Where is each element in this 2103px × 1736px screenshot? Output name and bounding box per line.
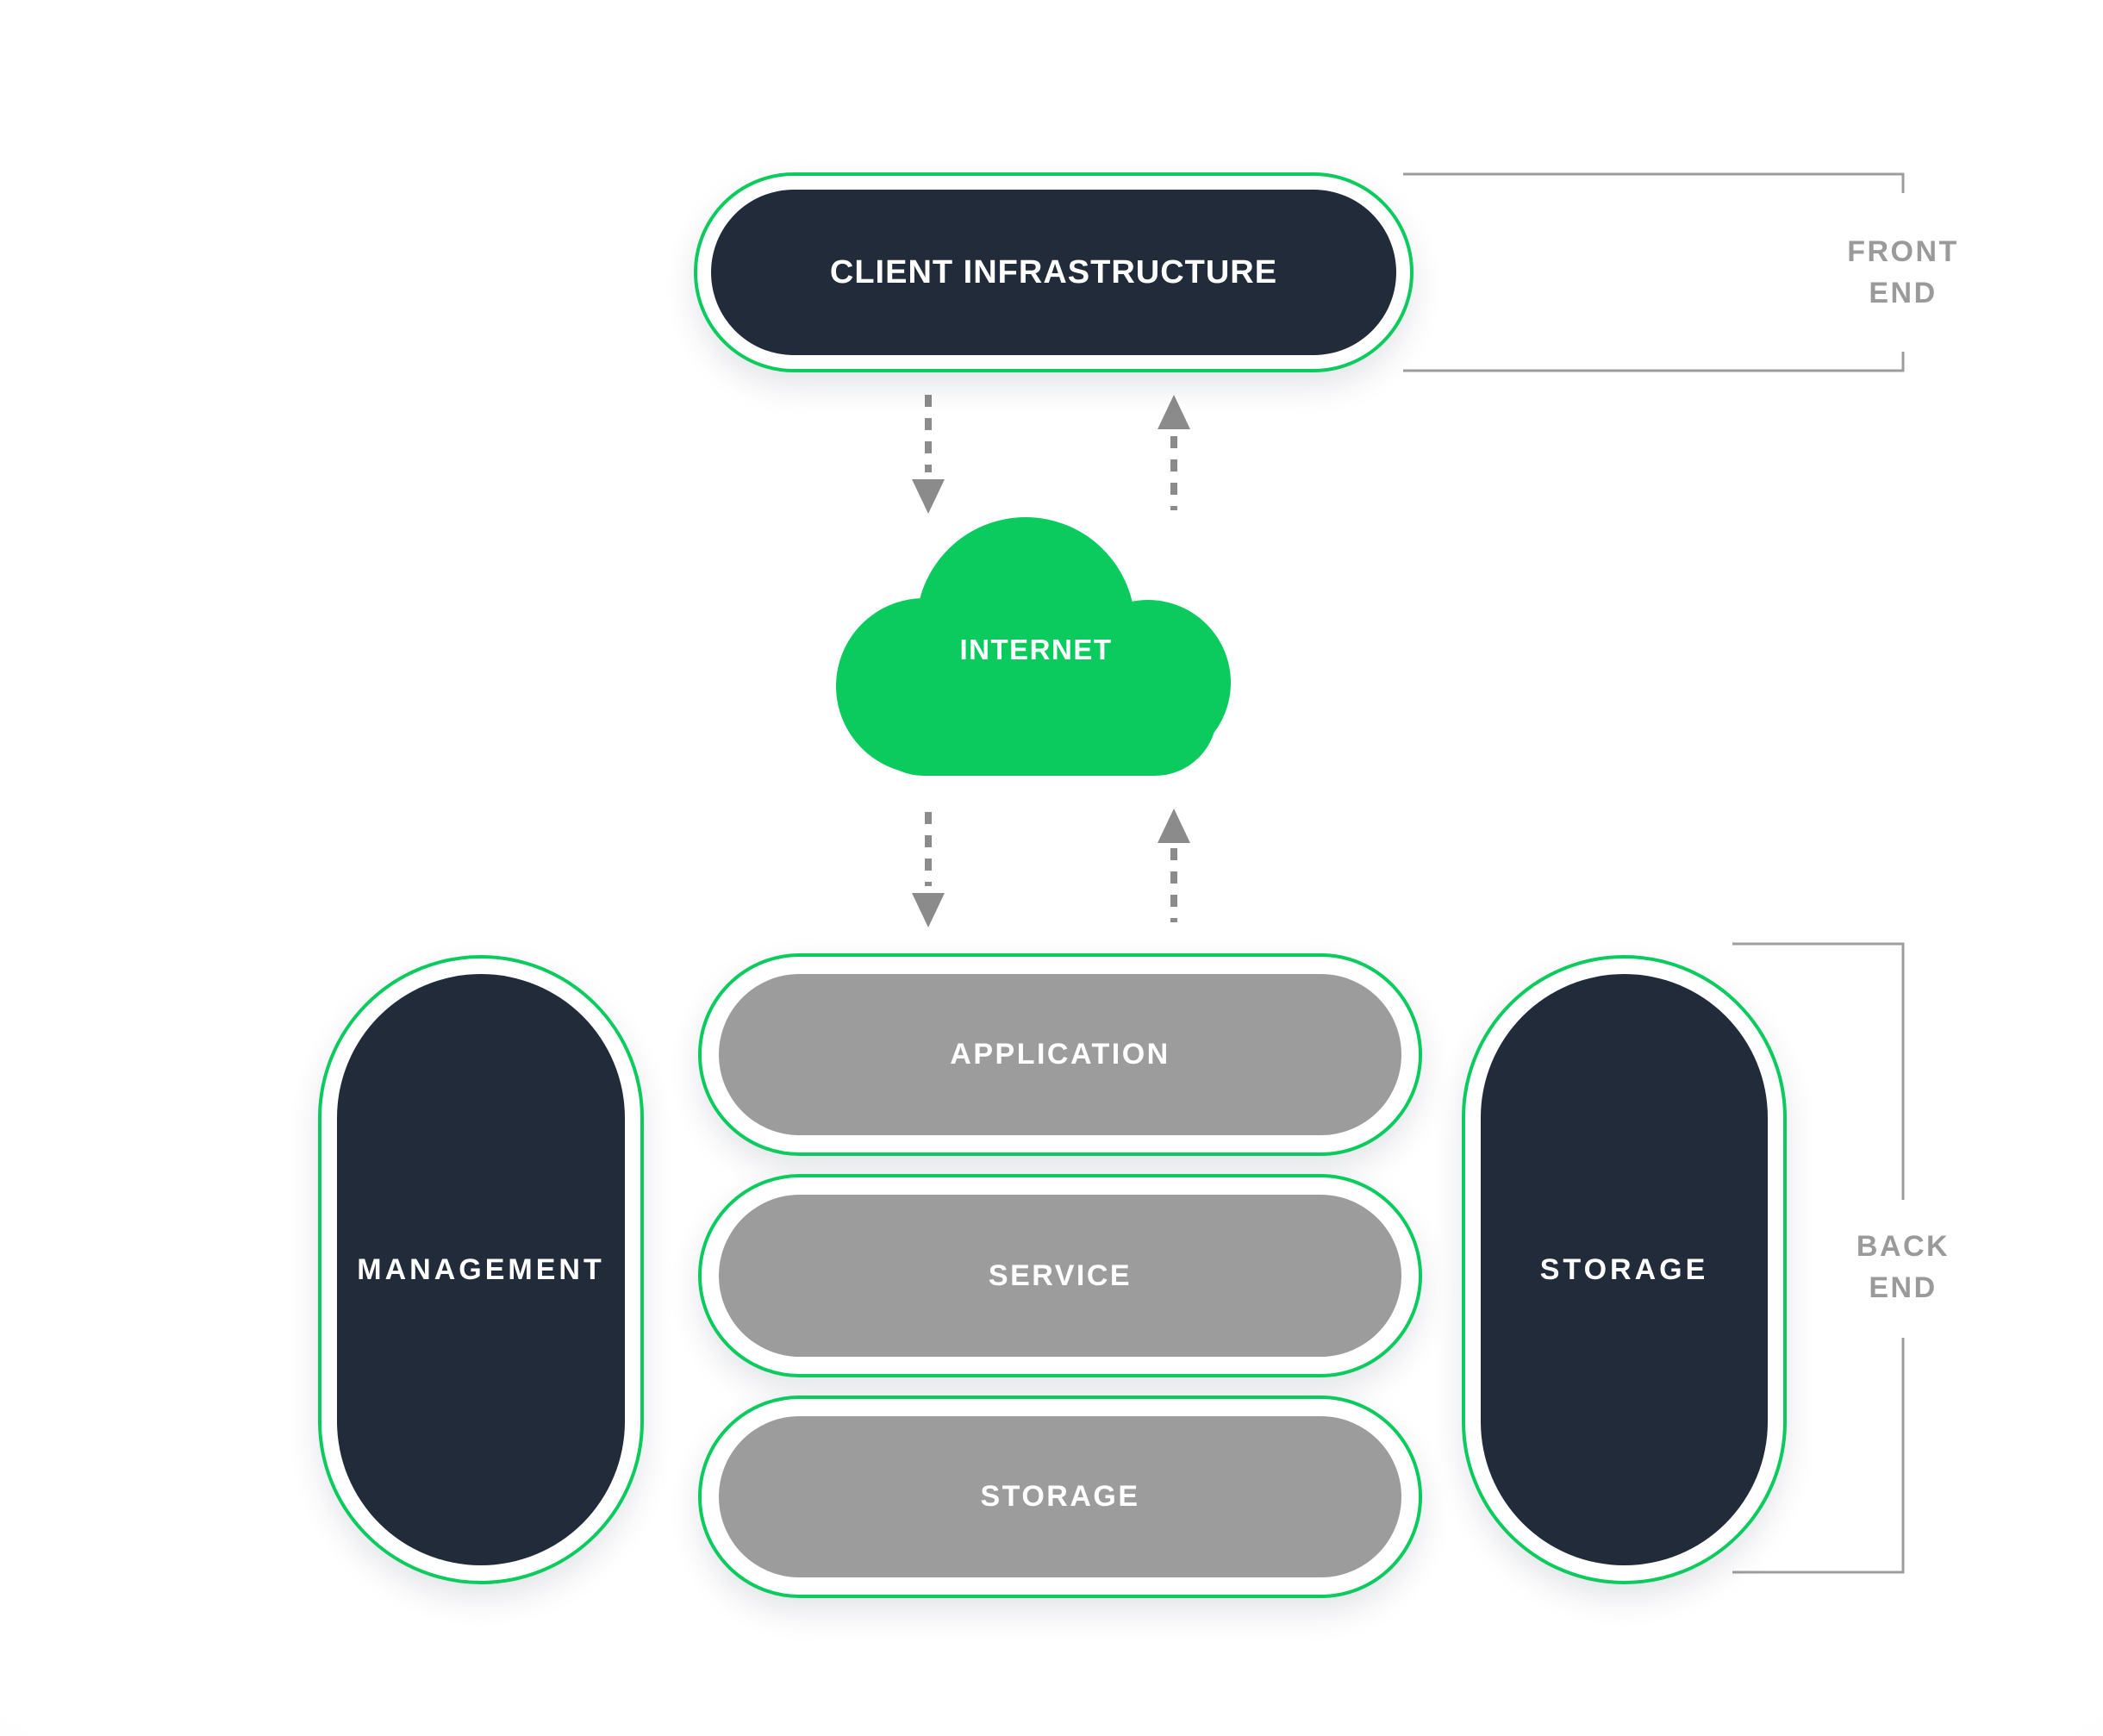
back-end-section-label: BACK END [1856,1230,1950,1304]
arrow-head-down-icon [912,479,945,514]
storage-middle-label: STORAGE [719,1416,1401,1577]
front-end-section-label: FRONT END [1847,235,1959,309]
arrow-head-up-icon [1158,809,1190,843]
arrow-head-down-icon [912,893,945,927]
client-infrastructure-node: CLIENT INFRASTRUCTURE [694,172,1413,372]
internet-label: INTERNET [959,634,1113,665]
storage-middle-node: STORAGE [698,1396,1422,1598]
application-node: APPLICATION [698,953,1422,1156]
front-end-bracket-bottom [1403,352,1905,372]
arrow-head-up-icon [1158,395,1190,429]
storage-side-label: STORAGE [1481,974,1768,1565]
service-label: SERVICE [719,1195,1401,1357]
front-end-bracket-top [1403,172,1905,193]
service-node: SERVICE [698,1174,1422,1377]
storage-side-node: STORAGE [1462,955,1787,1584]
management-node: MANAGEMENT [318,955,644,1584]
management-label: MANAGEMENT [337,974,625,1565]
client-infrastructure-label: CLIENT INFRASTRUCTURE [711,190,1396,355]
application-label: APPLICATION [719,974,1401,1135]
